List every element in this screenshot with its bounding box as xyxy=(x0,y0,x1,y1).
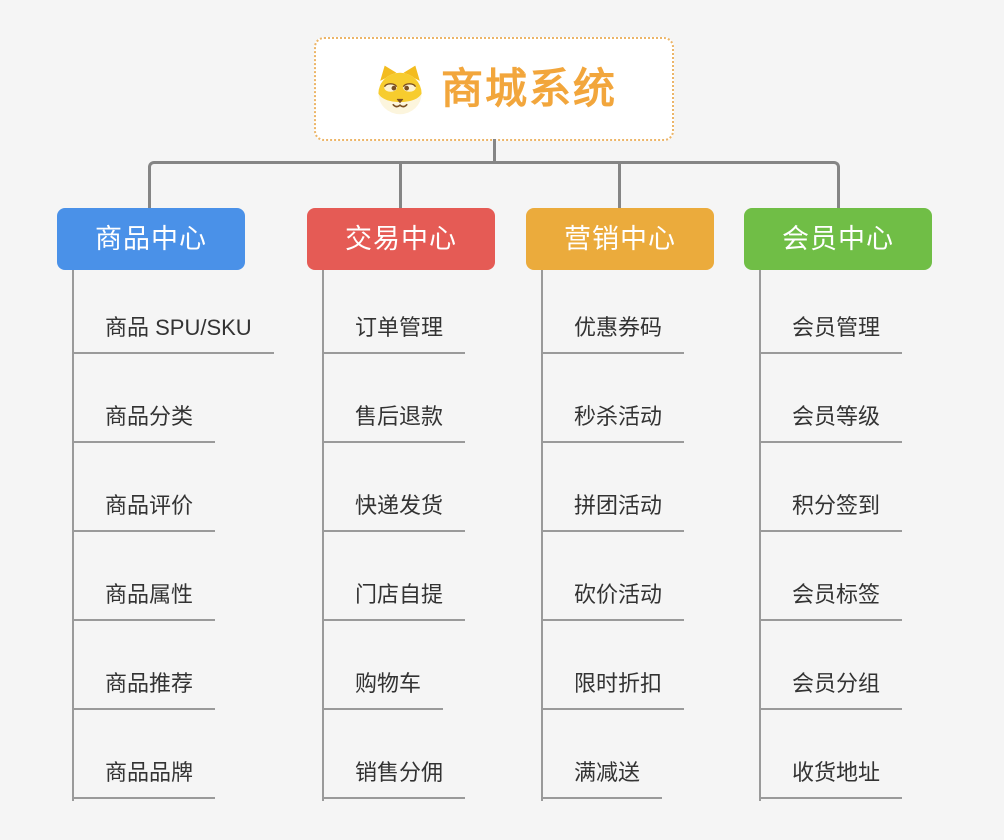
leaf-item[interactable]: 快递发货 xyxy=(322,490,466,532)
leaf-item[interactable]: 会员标签 xyxy=(759,579,903,621)
branch-product-center[interactable]: 商品中心 xyxy=(57,208,245,270)
leaf-item[interactable]: 购物车 xyxy=(322,668,444,710)
leaf-item[interactable]: 商品分类 xyxy=(72,401,216,443)
branch-column-product: 商品中心 商品 SPU/SKU 商品分类 商品评价 商品属性 商品推荐 商品品牌 xyxy=(57,208,274,808)
connector-branch-trunk xyxy=(541,270,543,801)
leaf-item[interactable]: 售后退款 xyxy=(322,401,466,443)
leaf-item[interactable]: 商品 SPU/SKU xyxy=(72,312,274,354)
leaf-item[interactable]: 订单管理 xyxy=(322,312,466,354)
root-title: 商城系统 xyxy=(440,65,617,112)
leaf-item[interactable]: 积分签到 xyxy=(759,490,903,532)
leaf-item[interactable]: 秒杀活动 xyxy=(541,401,685,443)
leaf-item[interactable]: 满减送 xyxy=(541,757,663,799)
branch-column-member: 会员中心 会员管理 会员等级 积分签到 会员标签 会员分组 收货地址 xyxy=(744,208,932,808)
branch-column-marketing: 营销中心 优惠券码 秒杀活动 拼团活动 砍价活动 限时折扣 满减送 xyxy=(526,208,714,808)
leaf-item[interactable]: 砍价活动 xyxy=(541,579,685,621)
branch-marketing-center[interactable]: 营销中心 xyxy=(526,208,714,270)
connector-branch-trunk xyxy=(322,270,324,801)
branch-column-trade: 交易中心 订单管理 售后退款 快递发货 门店自提 购物车 销售分佣 xyxy=(307,208,495,808)
leaf-item[interactable]: 商品推荐 xyxy=(72,668,216,710)
connector-branch-trunk xyxy=(759,270,761,801)
connector-bus xyxy=(148,161,840,208)
connector-root-stem xyxy=(493,139,496,164)
leaf-item[interactable]: 商品评价 xyxy=(72,490,216,532)
root-node[interactable]: 商城系统 xyxy=(314,37,674,141)
leaf-item[interactable]: 优惠券码 xyxy=(541,312,685,354)
leaf-item[interactable]: 商品属性 xyxy=(72,579,216,621)
shiba-dog-icon xyxy=(371,62,429,116)
connector-drop-trade xyxy=(399,164,402,208)
branch-member-center[interactable]: 会员中心 xyxy=(744,208,932,270)
leaf-item[interactable]: 拼团活动 xyxy=(541,490,685,532)
leaf-item[interactable]: 销售分佣 xyxy=(322,757,466,799)
leaf-item[interactable]: 门店自提 xyxy=(322,579,466,621)
leaf-item[interactable]: 会员管理 xyxy=(759,312,903,354)
connector-branch-trunk xyxy=(72,270,74,801)
branch-trade-center[interactable]: 交易中心 xyxy=(307,208,495,270)
leaf-item[interactable]: 会员分组 xyxy=(759,668,903,710)
leaf-item[interactable]: 收货地址 xyxy=(759,757,903,799)
leaf-item[interactable]: 商品品牌 xyxy=(72,757,216,799)
connector-drop-marketing xyxy=(618,164,621,208)
leaf-item[interactable]: 会员等级 xyxy=(759,401,903,443)
leaf-item[interactable]: 限时折扣 xyxy=(541,668,685,710)
